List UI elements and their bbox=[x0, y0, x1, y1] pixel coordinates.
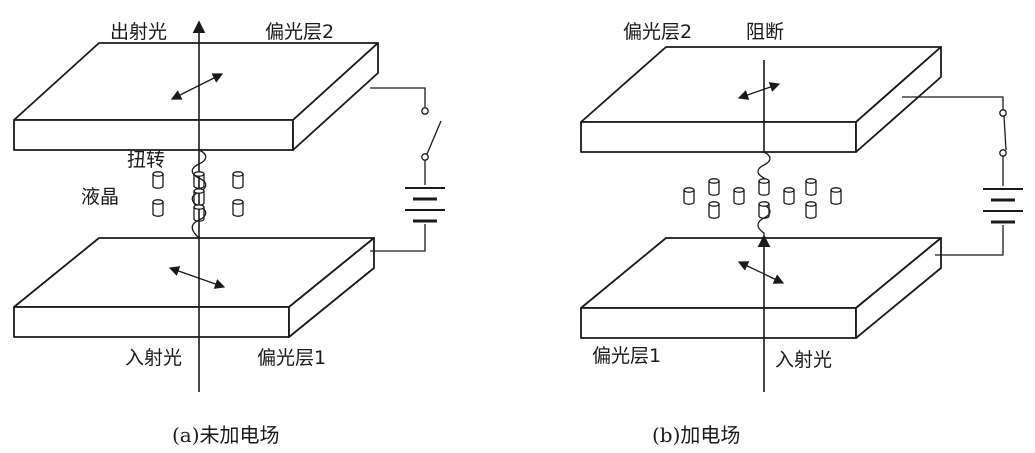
aligned-liquid-crystal-molecules bbox=[683, 178, 842, 219]
label-polarizer-2: 偏光层2 bbox=[265, 21, 334, 43]
caption-a: (a)未加电场 bbox=[172, 423, 280, 447]
panel-b: 偏光层2 阻断 偏光层1 入射光 (b)加电场 bbox=[580, 21, 1023, 447]
liquid-crystal-molecules bbox=[152, 171, 244, 222]
panel-a: 出射光 偏光层2 扭转 液晶 入射光 偏光层1 (a)未加电场 bbox=[13, 20, 445, 447]
switch-lever-closed bbox=[1003, 115, 1007, 151]
label-polarizer-1-b: 偏光层1 bbox=[592, 345, 661, 367]
circuit-open-switch bbox=[370, 87, 445, 252]
top-polarizer-plate-b bbox=[580, 46, 942, 153]
label-liquid-crystal: 液晶 bbox=[81, 186, 119, 208]
label-in-light-b: 入射光 bbox=[775, 349, 832, 371]
bottom-polarizer-plate-b bbox=[580, 237, 942, 339]
polarization-arrow-top-b bbox=[737, 82, 781, 100]
label-out-light: 出射光 bbox=[110, 21, 167, 43]
label-polarizer-2-b: 偏光层2 bbox=[623, 21, 692, 43]
polarization-arrow-bottom-b bbox=[737, 261, 785, 284]
caption-b: (b)加电场 bbox=[652, 423, 740, 447]
bottom-polarizer-plate bbox=[13, 237, 375, 338]
switch-lever-open bbox=[426, 120, 442, 155]
label-in-light: 入射光 bbox=[125, 347, 182, 369]
label-blocked: 阻断 bbox=[746, 21, 784, 43]
circuit-closed-switch bbox=[902, 96, 1023, 256]
polarization-arrow-top bbox=[170, 73, 224, 100]
label-polarizer-1: 偏光层1 bbox=[257, 347, 326, 369]
top-polarizer-plate bbox=[13, 42, 379, 151]
polarization-arrow-bottom bbox=[168, 266, 226, 289]
label-twist: 扭转 bbox=[127, 149, 165, 171]
